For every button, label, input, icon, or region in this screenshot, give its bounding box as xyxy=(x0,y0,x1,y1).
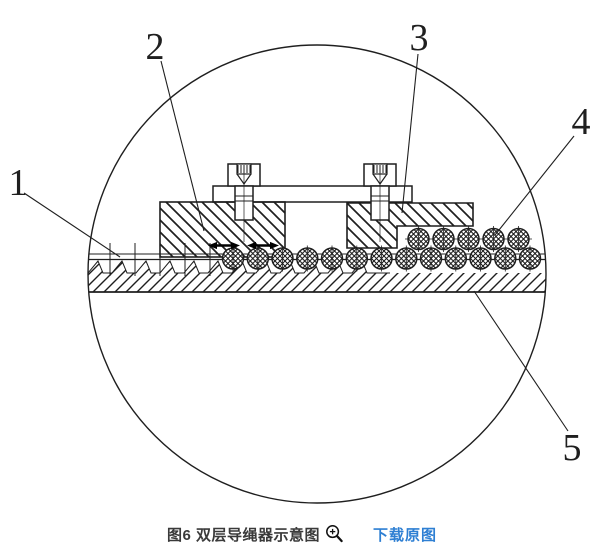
figure-caption-row: 图6 双层导绳器示意图 下载原图 xyxy=(0,521,613,547)
download-original-link[interactable]: 下载原图 xyxy=(373,527,438,544)
rope-layer-top xyxy=(405,225,532,253)
leader-3 xyxy=(401,53,419,214)
drum-groove-ticks xyxy=(109,243,211,276)
clamp-plate xyxy=(212,185,413,203)
leader-lines xyxy=(23,53,575,432)
leader-4 xyxy=(494,135,575,236)
part-label-1: 1 xyxy=(9,162,28,204)
figure-caption: 图6 双层导绳器示意图 xyxy=(167,527,321,544)
part-label-5: 5 xyxy=(563,427,582,469)
part-label-4: 4 xyxy=(572,101,591,143)
part-label-3: 3 xyxy=(410,17,429,59)
detail-circle xyxy=(87,44,547,504)
drum-band-hatch xyxy=(88,261,546,292)
zoom-in-icon[interactable] xyxy=(325,524,345,544)
left-guide-block xyxy=(159,201,286,258)
leader-1 xyxy=(23,192,121,258)
part-label-2: 2 xyxy=(146,26,165,68)
leader-2 xyxy=(160,60,205,232)
groove-profile xyxy=(88,260,390,274)
part-labels: 1 2 3 4 5 xyxy=(9,17,591,469)
leader-5 xyxy=(473,290,569,432)
